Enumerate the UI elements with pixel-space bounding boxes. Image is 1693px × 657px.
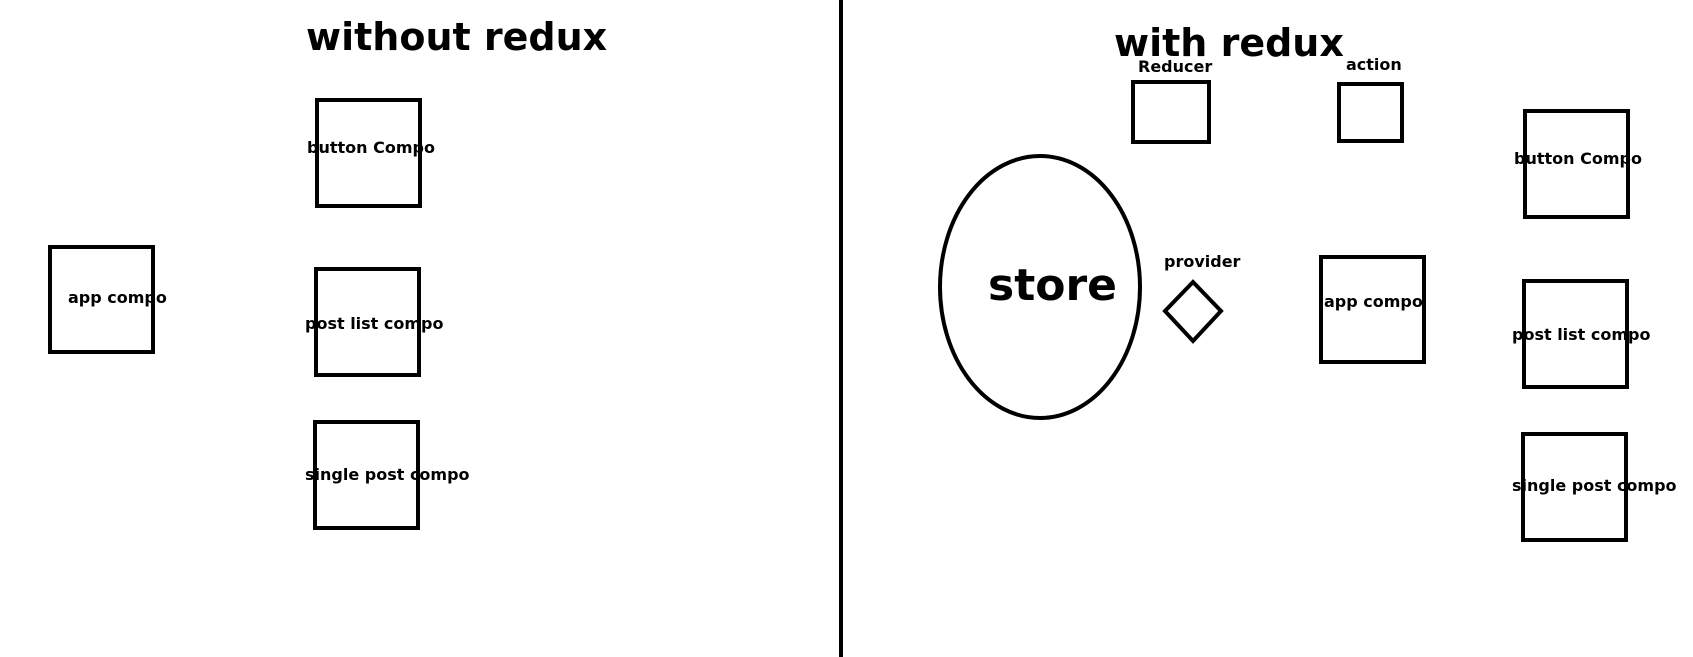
left-post-list-box (314, 267, 421, 377)
left-panel-title: without redux (306, 15, 608, 59)
provider-label: provider (1164, 252, 1241, 271)
panel-divider (839, 0, 843, 657)
right-button-box (1523, 109, 1630, 219)
left-button-box (315, 98, 422, 208)
reducer-box (1131, 80, 1211, 144)
right-panel-title: with redux (1114, 21, 1344, 65)
right-app-box-label: app compo (1324, 292, 1423, 311)
right-post-list-box-label: post list compo (1512, 325, 1651, 344)
right-button-box-label: button Compo (1514, 149, 1642, 168)
left-post-list-box-label: post list compo (305, 314, 444, 333)
action-label: action (1346, 55, 1402, 74)
left-single-post-box-label: single post compo (305, 465, 470, 484)
right-app-box (1319, 255, 1426, 364)
left-single-post-box (313, 420, 420, 530)
action-box (1337, 82, 1404, 143)
right-post-list-box (1522, 279, 1629, 389)
store-label: store (988, 260, 1117, 311)
right-single-post-box (1521, 432, 1628, 542)
left-app-box (48, 245, 155, 354)
provider-diamond (1162, 279, 1224, 344)
left-button-box-label: button Compo (307, 138, 435, 157)
left-app-box-label: app compo (68, 288, 167, 307)
reducer-label: Reducer (1138, 57, 1213, 76)
right-single-post-box-label: single post compo (1512, 476, 1677, 495)
